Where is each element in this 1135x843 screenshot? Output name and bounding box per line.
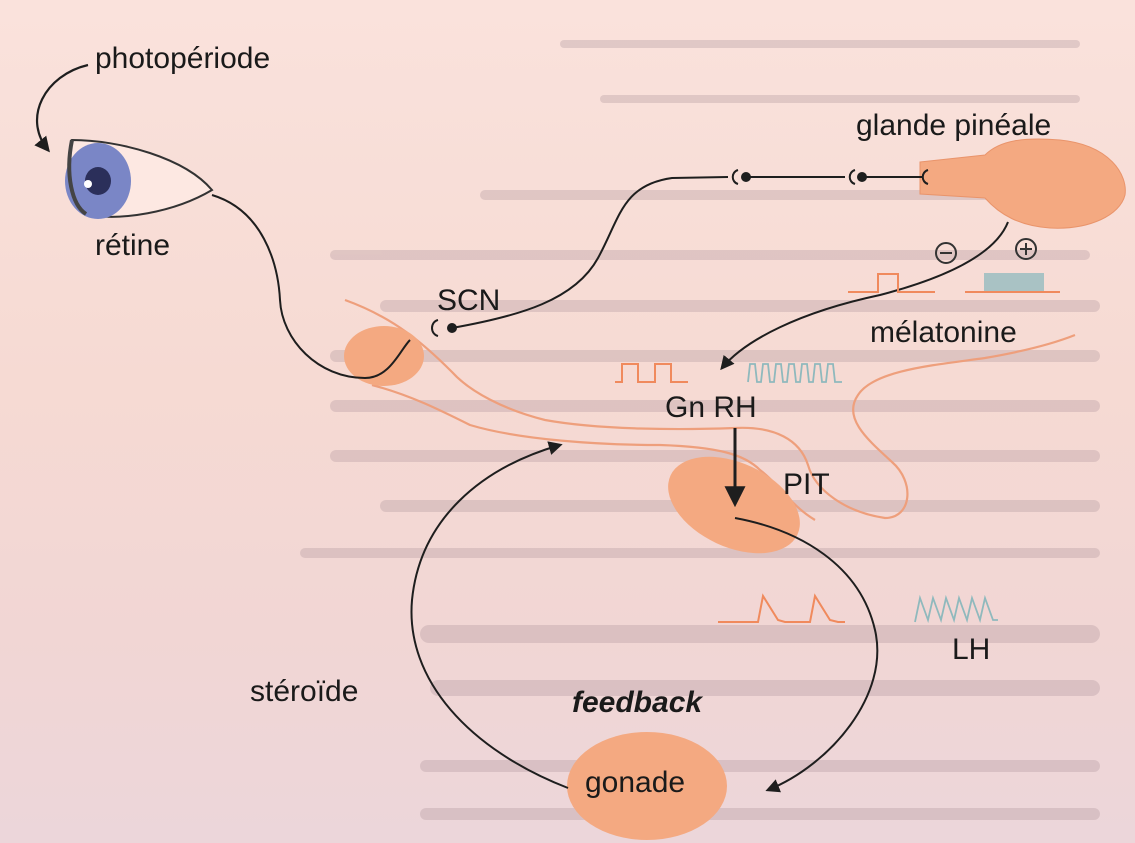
label-glande-pineale: glande pinéale — [856, 111, 1051, 141]
label-gnrh: Gn RH — [665, 393, 757, 423]
label-steroide: stéroïde — [250, 677, 358, 707]
label-lh: LH — [952, 635, 990, 665]
lh-to-gonad-arrow — [735, 518, 877, 790]
plus-sign-icon — [1015, 238, 1037, 260]
eye-icon — [65, 140, 212, 219]
label-feedback: feedback — [572, 688, 702, 718]
label-photoperiode: photopériode — [95, 44, 270, 74]
label-scn: SCN — [437, 286, 500, 316]
neuron-somas — [447, 172, 867, 333]
label-retine: rétine — [95, 231, 170, 261]
melatonin-pulse-long — [984, 273, 1044, 292]
gnrh-pulse-fast — [748, 364, 842, 382]
label-melatonine: mélatonine — [870, 318, 1017, 348]
label-gonade: gonade — [585, 768, 685, 798]
lh-pulse-slow — [718, 596, 845, 622]
photoperiod-arrow — [37, 65, 88, 150]
minus-sign-icon — [935, 242, 957, 264]
steroid-feedback-arrow — [411, 445, 568, 788]
pineal-gland-shape — [920, 139, 1125, 228]
lh-pulse-fast — [915, 598, 998, 622]
label-pit: PIT — [783, 470, 830, 500]
synapse-marks — [432, 170, 928, 336]
gnrh-pulse-slow — [615, 364, 688, 382]
